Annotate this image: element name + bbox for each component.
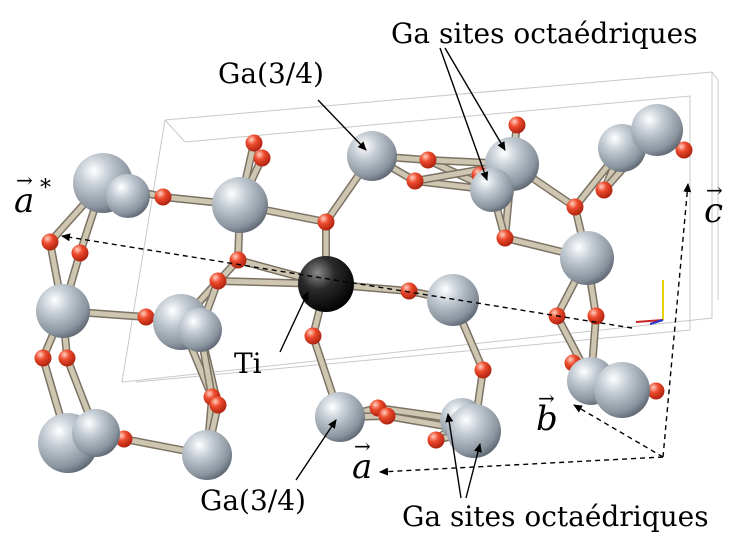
pointer-arrow — [317, 99, 367, 151]
cell-edge — [121, 71, 713, 383]
oxygen-atom — [378, 407, 396, 425]
lattice-vector-arrow — [662, 183, 692, 458]
ga-atom — [315, 392, 365, 442]
oxygen-atom — [41, 233, 59, 251]
lattice-vector-arrow — [379, 456, 664, 476]
oxygen-atom — [245, 134, 263, 152]
axis-x-line — [635, 319, 664, 323]
atom-layer — [34, 104, 693, 480]
vector-arrow-icon: → — [354, 434, 371, 458]
oxygen-atom — [137, 308, 155, 326]
ga-atom — [631, 104, 683, 156]
ti-label: Ti — [234, 347, 262, 380]
oxygen-atom — [675, 141, 693, 159]
oxygen-atom — [587, 307, 605, 325]
vector-a-label: → a — [352, 434, 373, 487]
ga-atom — [212, 177, 268, 233]
ga-atom — [427, 274, 479, 326]
oxygen-atom — [419, 151, 437, 169]
pointer-arrow — [439, 47, 489, 181]
oxygen-atom — [508, 116, 526, 134]
ga-atom — [72, 409, 120, 457]
ga-sites-octaedriques-top-label: Ga sites octaédriques — [391, 17, 698, 50]
oxygen-atom — [496, 229, 514, 247]
ga-atom — [36, 284, 90, 338]
unit-cell-outline — [121, 71, 719, 383]
oxygen-atom — [406, 172, 424, 190]
oxygen-atom — [209, 396, 227, 414]
pointer-arrow — [279, 291, 309, 353]
oxygen-atom — [58, 349, 76, 367]
pointer-arrow — [465, 443, 482, 499]
cell-edge — [711, 71, 719, 300]
axis-triad-icon — [635, 280, 664, 325]
ga-atom — [560, 231, 614, 285]
ga-atom — [178, 308, 222, 352]
pointer-arrow — [444, 47, 506, 151]
oxygen-atom — [304, 327, 322, 345]
ga34-top-label: Ga(3/4) — [218, 57, 324, 90]
vector-arrow-icon: → — [538, 386, 555, 410]
oxygen-atom — [229, 251, 247, 269]
ga-atom — [594, 362, 650, 418]
ga-sites-octaedriques-bottom-label: Ga sites octaédriques — [402, 500, 709, 533]
oxygen-atom — [317, 213, 335, 231]
ga-atom — [106, 174, 150, 218]
ga34-bottom-label: Ga(3/4) — [200, 484, 306, 517]
cell-edge — [164, 119, 186, 143]
pointer-arrow — [295, 419, 337, 481]
lattice-vector-arrow — [61, 233, 633, 329]
oxygen-atom — [566, 198, 584, 216]
oxygen-atom — [400, 282, 418, 300]
annotation-layer — [61, 47, 692, 499]
cell-edge — [135, 95, 691, 383]
ti-atom — [298, 256, 354, 312]
ga-atom — [182, 430, 232, 480]
vector-arrow-icon: → — [16, 168, 33, 192]
oxygen-atom — [34, 349, 52, 367]
oxygen-atom — [647, 382, 665, 400]
oxygen-atom — [595, 181, 613, 199]
vector-c-label: → c — [704, 178, 724, 231]
vector-a-star-label: → a * — [14, 168, 51, 221]
oxygen-atom — [253, 149, 271, 167]
oxygen-atom — [209, 272, 227, 290]
axis-z-line — [649, 319, 664, 325]
oxygen-atom — [474, 361, 492, 379]
ga-atom — [447, 404, 501, 458]
ga-atom — [470, 168, 514, 212]
oxygen-atom — [71, 244, 89, 262]
vector-b-label: → b — [536, 386, 558, 439]
vector-arrow-icon: → — [706, 178, 723, 202]
lattice-vector-arrow — [573, 404, 664, 458]
pointer-arrow — [445, 413, 462, 499]
oxygen-atom — [154, 188, 172, 206]
oxygen-atom — [427, 431, 445, 449]
